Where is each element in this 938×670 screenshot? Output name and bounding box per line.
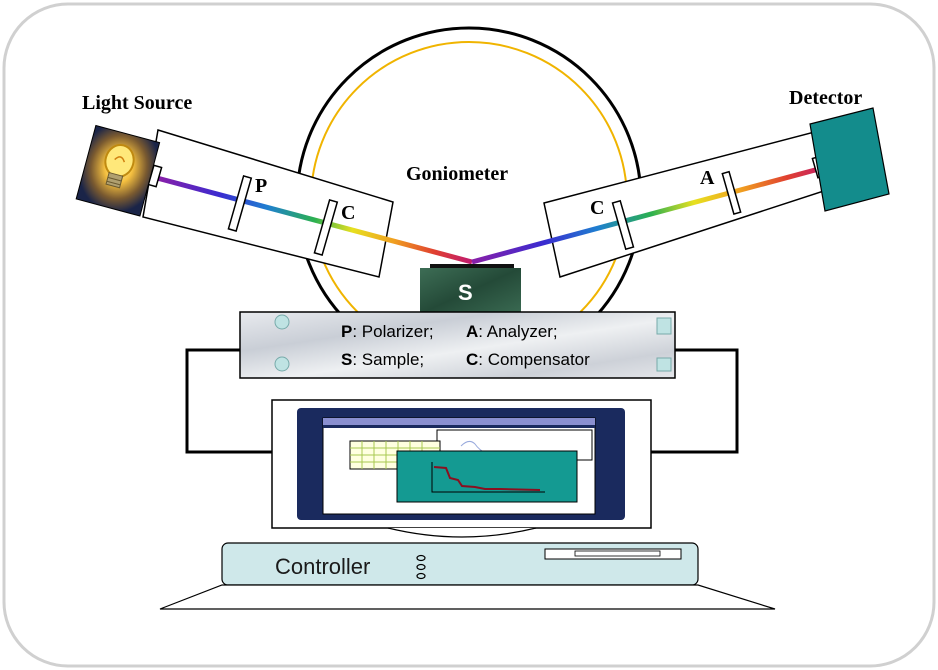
compensator-letter-left: C [341, 202, 355, 224]
screen-titlebar [323, 418, 595, 425]
legend-line-2: S: Sample; C: Compensator [341, 350, 590, 369]
legend-panel [239, 311, 676, 379]
legend-key-a: A [466, 322, 478, 341]
polarizer-letter: P [255, 175, 267, 197]
compensator-element-right [611, 199, 635, 251]
screen-plot-window [396, 450, 578, 503]
controller-led-2 [416, 563, 426, 571]
legend-line-1: P: Polarizer; A: Analyzer; [341, 322, 558, 341]
legend-text-sample: : Sample; [352, 350, 424, 369]
disk-drive-slot-inner [574, 550, 661, 557]
reflected-beam [471, 163, 831, 265]
incident-beam [156, 175, 473, 265]
legend-text-polarizer: : Polarizer; [352, 322, 433, 341]
right-cable [651, 348, 739, 454]
panel-port-bottom [656, 357, 672, 372]
analyzer-letter: A [700, 167, 715, 189]
screen-plot-curve [433, 466, 541, 491]
legend-text-compensator: : Compensator [478, 350, 590, 369]
controller-led-3 [416, 572, 426, 580]
sample-block [420, 268, 521, 314]
light-bulb-icon [104, 143, 135, 189]
controller-label: Controller [275, 554, 370, 579]
keyboard-base [159, 584, 776, 610]
legend-key-p: P [341, 322, 352, 341]
panel-port-top [656, 317, 672, 335]
panel-knob-top [274, 314, 290, 330]
legend-text-analyzer: : Analyzer; [478, 322, 557, 341]
screen-menubar [323, 425, 595, 428]
legend-key-c: C [466, 350, 478, 369]
left-arm-tube [142, 129, 394, 278]
controller-led-1 [416, 554, 426, 562]
left-cable [185, 348, 272, 454]
monitor-stand [387, 527, 537, 538]
polarizer-element [227, 175, 253, 232]
detector-box [809, 107, 890, 212]
legend-key-s: S [341, 350, 352, 369]
goniometer-label: Goniometer [406, 163, 508, 185]
sample-top-surface [430, 264, 514, 270]
light-source-box [75, 124, 161, 217]
compensator-element-left [313, 199, 339, 256]
light-source-label: Light Source [82, 92, 192, 114]
screen-plot-axes [431, 462, 545, 493]
panel-knob-bottom [274, 356, 290, 372]
compensator-letter-right: C [590, 197, 604, 219]
detector-label: Detector [789, 87, 862, 109]
sample-letter: S [458, 280, 473, 305]
analyzer-element [721, 170, 742, 215]
